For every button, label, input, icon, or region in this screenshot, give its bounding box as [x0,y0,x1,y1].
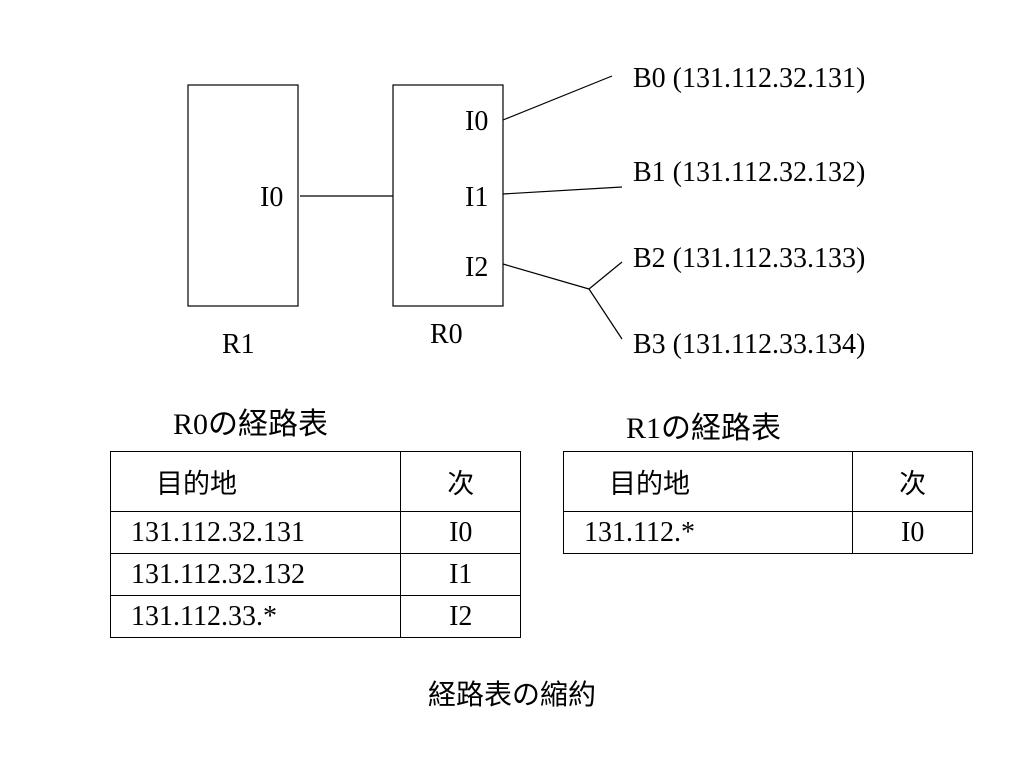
r0-routing-table: 目的地 次 131.112.32.131 I0 131.112.32.132 I… [109,451,521,638]
next-hop-cell: I0 [400,511,521,554]
host-b0-label: B0 (131.112.32.131) [633,63,865,94]
link-r0-i1-b1 [502,186,623,195]
r0-interface-i1: I1 [465,182,488,213]
link-r0-i2 [502,263,590,290]
destination-cell: 131.112.33.* [109,595,402,638]
r1-table-title: R1の経路表 [626,412,782,445]
column-header-destination: 目的地 [109,451,402,512]
router-r1-label: R1 [222,329,255,360]
next-hop-cell: I1 [400,553,521,596]
table-row: 131.112.32.131 I0 [109,511,521,554]
table-row: 131.112.33.* I2 [109,595,521,638]
r1-interface-i0: I0 [260,182,283,213]
r0-table-title: R0の経路表 [173,408,329,441]
r0-interface-i0: I0 [465,106,488,137]
table-row: 131.112.32.132 I1 [109,553,521,596]
host-b2-label: B2 (131.112.33.133) [633,243,865,274]
network-diagram: I0 I0 I1 I2 R1 R0 B0 (131.112.32.131) B1… [187,63,865,360]
r0-interface-i2: I2 [465,252,488,283]
link-branch-b3 [588,288,623,340]
link-r0-i0-b0 [502,75,613,121]
table-header-row: 目的地 次 [109,451,521,512]
destination-cell: 131.112.* [562,511,854,554]
destination-cell: 131.112.32.131 [109,511,402,554]
r1-routing-table: 目的地 次 131.112.* I0 [562,451,973,554]
column-header-next: 次 [852,451,973,512]
router-r0-label: R0 [430,319,463,350]
next-hop-cell: I0 [852,511,973,554]
column-header-next: 次 [400,451,521,512]
host-b1-label: B1 (131.112.32.132) [633,157,865,188]
table-header-row: 目的地 次 [562,451,973,512]
column-header-destination: 目的地 [562,451,854,512]
router-r1-box [187,84,299,307]
host-b3-label: B3 (131.112.33.134) [633,329,865,360]
next-hop-cell: I2 [400,595,521,638]
table-row: 131.112.* I0 [562,511,973,554]
slide-caption: 経路表の縮約 [427,678,596,711]
link-branch-b2 [588,261,623,290]
destination-cell: 131.112.32.132 [109,553,402,596]
